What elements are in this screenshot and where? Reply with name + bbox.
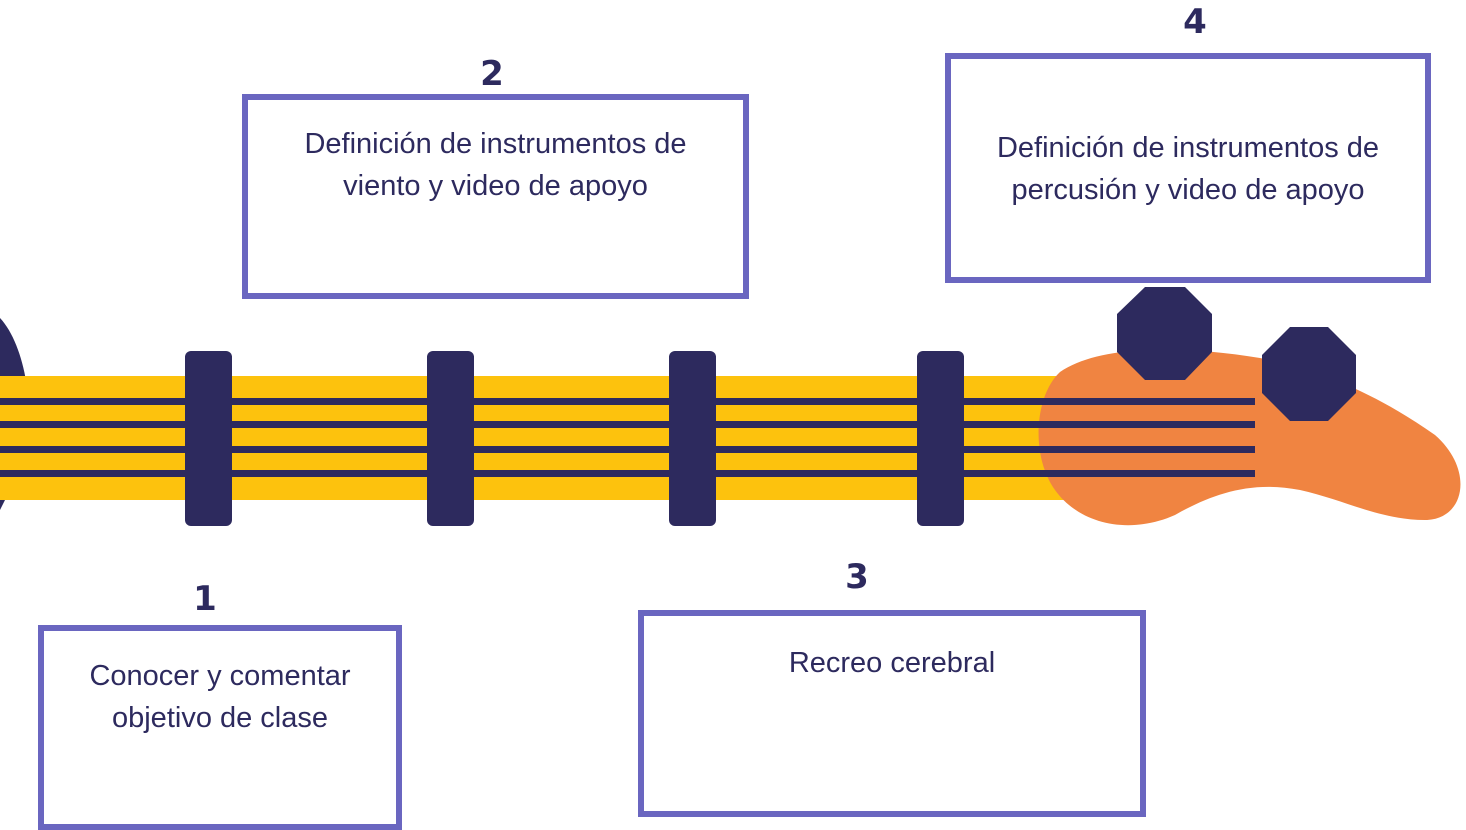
step-1-number: 1 — [193, 579, 217, 619]
step-1-box: Conocer y comentar objetivo de clase — [38, 625, 402, 830]
step-4-number: 4 — [1183, 2, 1207, 42]
step-3-box: Recreo cerebral — [638, 610, 1146, 817]
step-3-text: Recreo cerebral — [788, 647, 996, 679]
step-4-box: Definición de instrumentos de percusión … — [945, 53, 1431, 283]
fret-2 — [427, 351, 474, 526]
guitar-body — [1038, 349, 1461, 526]
step-1-text: Conocer y comentar objetivo de clase — [89, 660, 351, 735]
step-2-text: Definición de instrumentos de viento y v… — [304, 128, 687, 203]
step-3-number: 3 — [845, 557, 869, 597]
string-4 — [0, 470, 1255, 477]
string-3 — [0, 446, 1255, 453]
knob-1 — [1117, 287, 1212, 380]
knob-2 — [1262, 327, 1356, 421]
string-2 — [0, 421, 1255, 428]
step-2-box: Definición de instrumentos de viento y v… — [242, 94, 749, 299]
fret-4 — [917, 351, 964, 526]
fret-1 — [185, 351, 232, 526]
step-2-number: 2 — [480, 54, 504, 94]
fret-3 — [669, 351, 716, 526]
string-1 — [0, 398, 1255, 405]
step-4-text: Definición de instrumentos de percusión … — [996, 132, 1380, 207]
